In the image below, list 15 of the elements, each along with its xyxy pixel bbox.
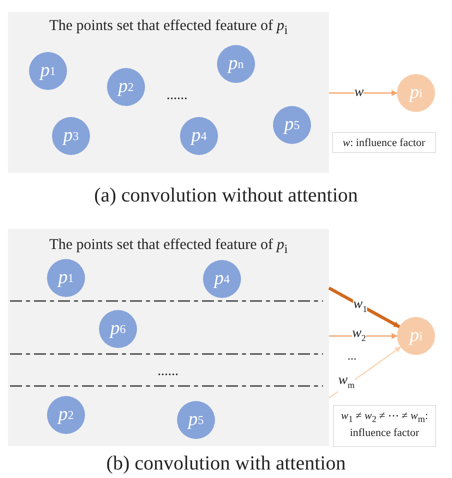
panel — [8, 229, 329, 446]
ellipsis: ...... — [166, 88, 188, 104]
arrow — [329, 333, 398, 339]
caption: (a) convolution without attention — [94, 184, 358, 208]
panel-title: The points set that effected feature of p$_{i}$ — [48, 237, 289, 257]
caption: (b) convolution with attention — [106, 452, 346, 476]
note-box: w$_{1}$ ≠ w$_{2}$ ≠ ⋯ ≠ w$_{m}$: influence factor — [333, 405, 436, 447]
ellipsis: ... — [348, 348, 356, 364]
panel — [8, 12, 329, 173]
arrow — [329, 90, 398, 96]
panel-title: The points set that effected feature of p$_{i}$ — [48, 18, 289, 38]
arrow — [328, 286, 400, 328]
arrow — [328, 346, 402, 399]
note-box: w: influence factor — [332, 132, 436, 153]
ellipsis: ...... — [158, 364, 178, 380]
